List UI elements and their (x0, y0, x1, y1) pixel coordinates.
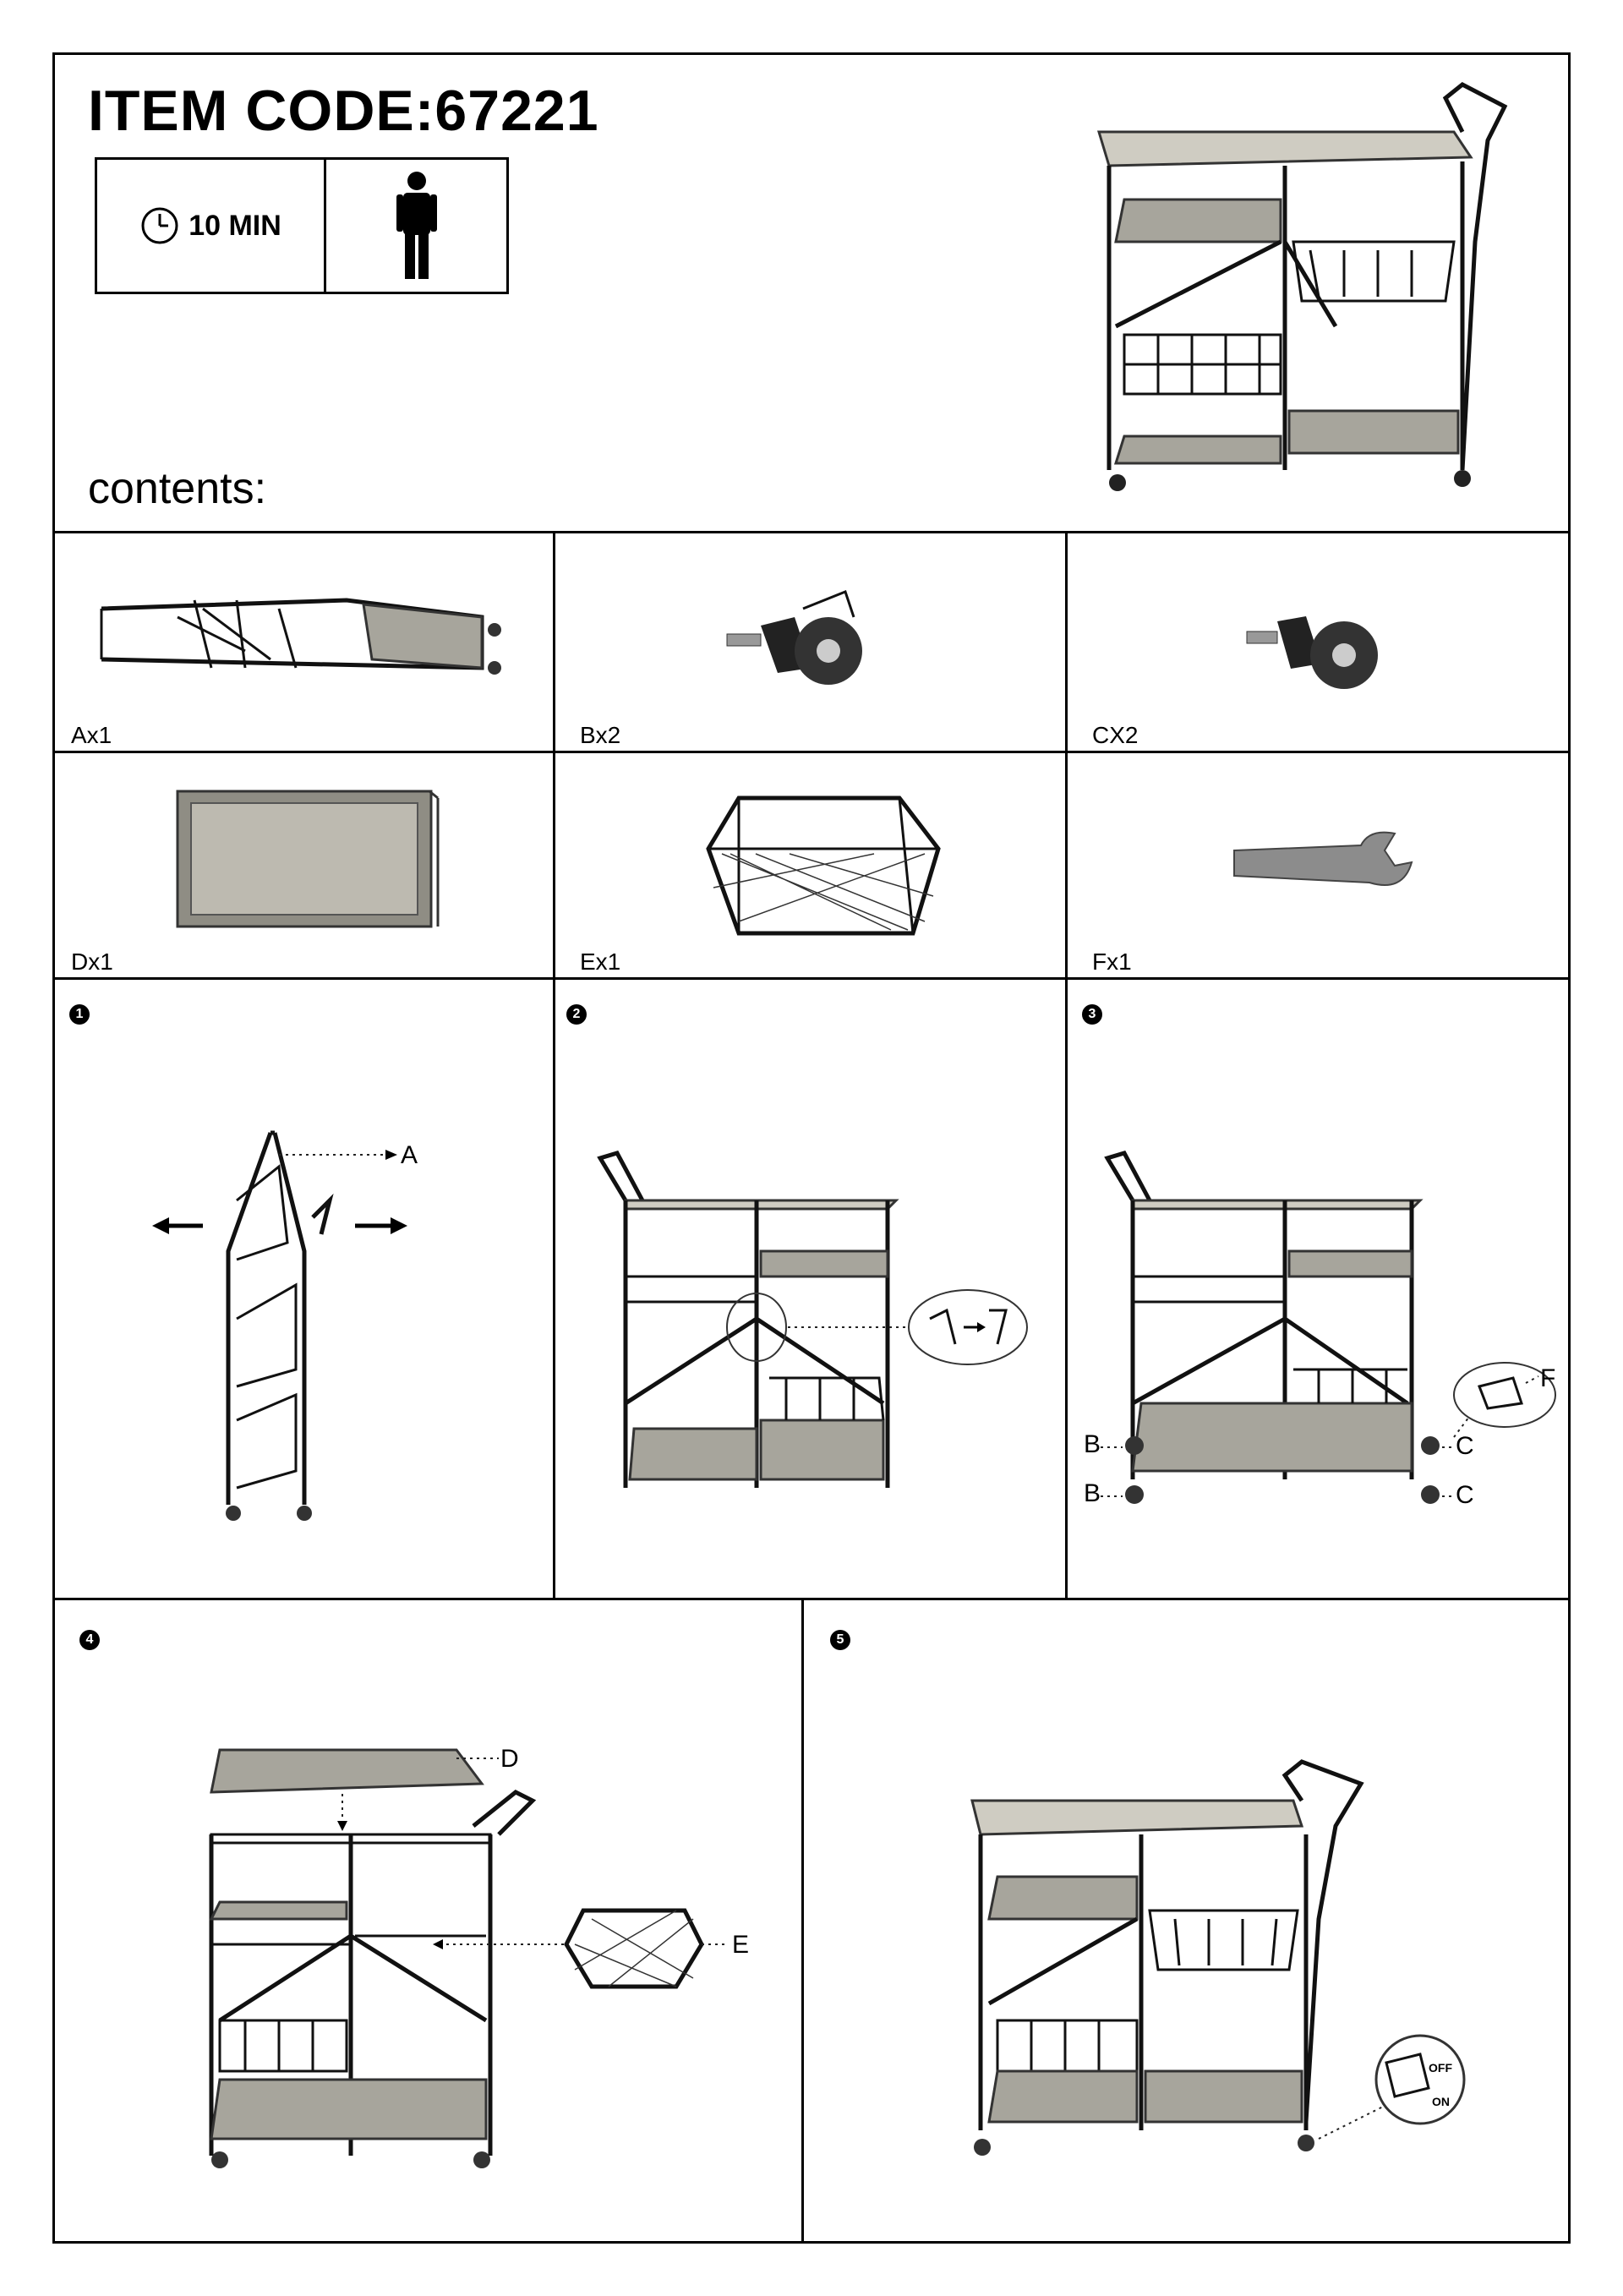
divider-steps-row (52, 1598, 1571, 1600)
step-4-callout-d: D (500, 1745, 519, 1773)
one-person-icon (396, 172, 437, 279)
clock-icon (141, 207, 178, 244)
page-frame (52, 52, 1571, 2244)
person-cell (326, 160, 506, 292)
wire-basket-icon (706, 795, 941, 936)
step-4-callout-e: E (732, 1931, 750, 1959)
part-label-d: Dx1 (71, 948, 113, 975)
item-code-title: ITEM CODE:67221 (88, 79, 599, 143)
part-label-c: CX2 (1092, 722, 1139, 748)
divider-col-2 (1065, 531, 1068, 1598)
step-5-off-label: OFF (1429, 2061, 1452, 2075)
step-1-callout-a: A (401, 1141, 418, 1169)
part-label-b: Bx2 (580, 722, 621, 748)
step-5-finished-cart-illustration (970, 1759, 1466, 2156)
part-label-e: Ex1 (580, 948, 621, 975)
step-5-number: 5 (830, 1630, 850, 1650)
divider-col-1 (553, 531, 555, 1598)
divider-parts-bottom (52, 977, 1571, 980)
contents-label: contents: (88, 464, 267, 513)
assembly-info-box: 10 MIN (95, 157, 509, 294)
step-3-number: 3 (1082, 1004, 1102, 1025)
wrench-icon (1233, 831, 1413, 886)
divider-bottom-col (801, 1598, 804, 2244)
step-3-callout-f: F (1540, 1364, 1556, 1392)
part-label-a: Ax1 (71, 722, 112, 748)
divider-header (52, 531, 1571, 533)
divider-parts-row (52, 751, 1571, 753)
step-1-number: 1 (69, 1004, 90, 1025)
step-3-callout-c1: C (1456, 1432, 1474, 1460)
step-3-casters-illustration (1101, 1151, 1556, 1504)
assembled-cart-illustration (1096, 82, 1508, 491)
locking-caster-icon (726, 590, 862, 685)
step-1-unfold-illustration (152, 1130, 407, 1521)
part-label-f: Fx1 (1092, 948, 1132, 975)
time-cell: 10 MIN (97, 160, 326, 292)
step-3-callout-b2: B (1084, 1479, 1101, 1507)
step-2-frame-illustration (597, 1151, 1028, 1488)
step-4-tray-basket-illustration (209, 1748, 727, 2168)
step-5-on-label: ON (1432, 2095, 1450, 2108)
folded-cart-part-a (100, 598, 501, 675)
step-4-number: 4 (79, 1630, 100, 1650)
caster-icon (1246, 616, 1378, 689)
step-3-callout-b1: B (1084, 1430, 1101, 1458)
wood-tray-icon (176, 790, 440, 928)
assembly-time: 10 MIN (189, 209, 281, 242)
step-2-number: 2 (566, 1004, 587, 1025)
step-3-callout-c2: C (1456, 1481, 1474, 1509)
